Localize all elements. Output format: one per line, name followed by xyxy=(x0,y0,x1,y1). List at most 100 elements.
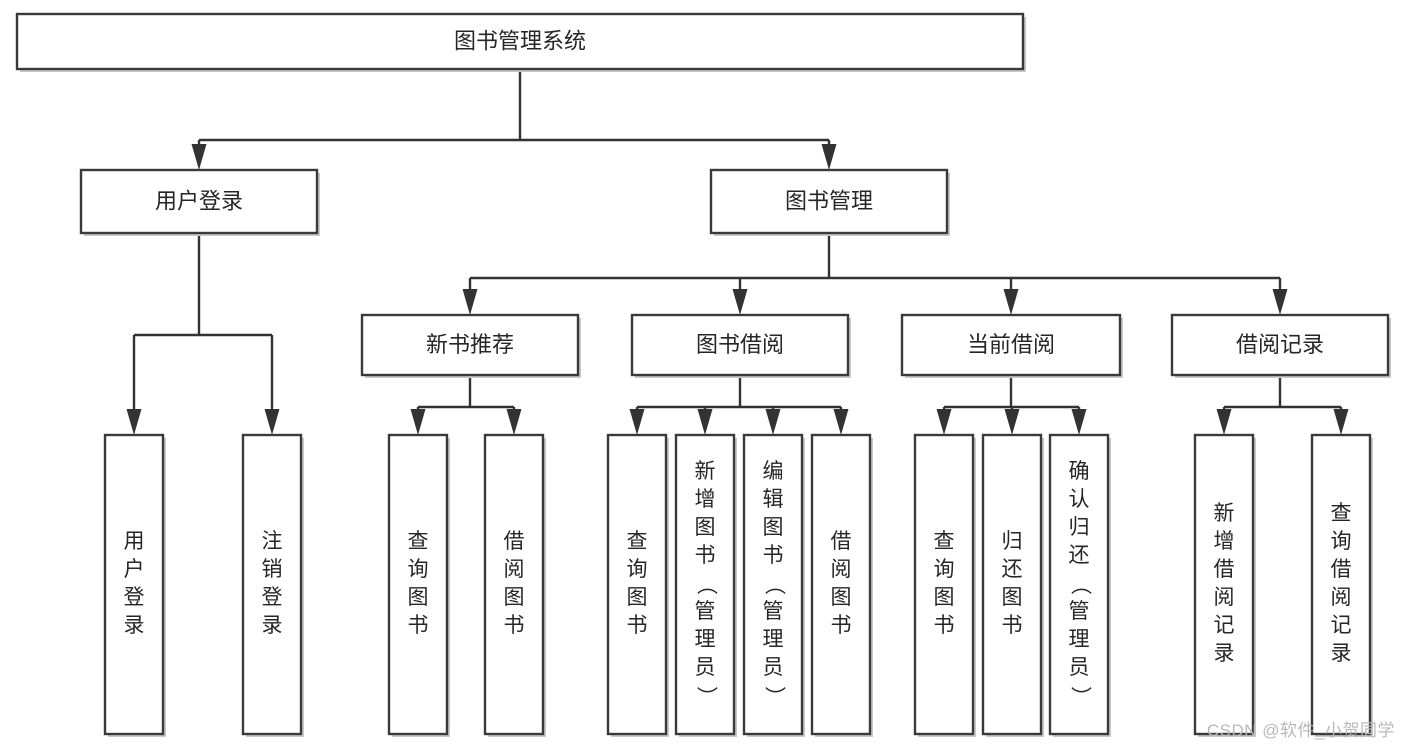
node-query-book-1[interactable] xyxy=(387,433,450,737)
svg-text:登: 登 xyxy=(262,586,283,609)
svg-text:辑: 辑 xyxy=(763,488,784,511)
node-new-book-recommend[interactable] xyxy=(360,313,581,378)
node-label: 新书推荐 xyxy=(426,332,514,357)
svg-text:）: ） xyxy=(1068,686,1091,707)
svg-text:录: 录 xyxy=(124,614,145,637)
node-edit-book-admin[interactable] xyxy=(742,433,805,737)
svg-text:书: 书 xyxy=(934,614,955,637)
node-query-book-3[interactable] xyxy=(913,433,976,737)
svg-text:员: 员 xyxy=(695,656,716,679)
node-user-logout[interactable] xyxy=(241,433,304,737)
svg-text:用: 用 xyxy=(124,530,145,553)
node-query-borrow-record[interactable] xyxy=(1310,433,1373,737)
node-label: 当前借阅 xyxy=(967,332,1055,357)
node-label: 图书管理系统 xyxy=(454,28,586,53)
svg-text:书: 书 xyxy=(763,544,784,567)
svg-text:图: 图 xyxy=(763,516,784,539)
svg-text:理: 理 xyxy=(763,628,784,651)
svg-text:阅: 阅 xyxy=(831,558,852,581)
svg-text:询: 询 xyxy=(627,558,648,581)
svg-text:记: 记 xyxy=(1331,614,1352,637)
node-root-system[interactable] xyxy=(15,12,1026,72)
svg-text:书: 书 xyxy=(408,614,429,637)
node-query-book-2[interactable] xyxy=(606,433,669,737)
svg-text:询: 询 xyxy=(934,558,955,581)
node-layer: 图书管理系统用户登录用户登录注销登录图书管理新书推荐查询图书借阅图书图书借阅查询… xyxy=(15,12,1391,737)
svg-text:）: ） xyxy=(762,686,785,707)
svg-text:查: 查 xyxy=(1331,502,1352,525)
svg-text:查: 查 xyxy=(408,530,429,553)
svg-text:理: 理 xyxy=(695,628,716,651)
svg-text:编: 编 xyxy=(763,460,784,483)
svg-text:查: 查 xyxy=(627,530,648,553)
svg-text:新: 新 xyxy=(695,460,716,483)
svg-text:图: 图 xyxy=(1002,586,1023,609)
svg-text:书: 书 xyxy=(831,614,852,637)
svg-text:图: 图 xyxy=(627,586,648,609)
svg-text:新: 新 xyxy=(1214,502,1235,525)
node-label: 用户登录 xyxy=(124,530,145,637)
svg-text:图: 图 xyxy=(934,586,955,609)
node-add-book-admin[interactable] xyxy=(674,433,737,737)
svg-text:（: （ xyxy=(762,574,785,595)
svg-text:录: 录 xyxy=(262,614,283,637)
svg-text:书: 书 xyxy=(695,544,716,567)
svg-text:阅: 阅 xyxy=(504,558,525,581)
svg-text:借: 借 xyxy=(504,530,525,553)
svg-text:阅: 阅 xyxy=(1214,586,1235,609)
svg-text:还: 还 xyxy=(1002,558,1023,581)
svg-text:归: 归 xyxy=(1002,530,1023,553)
node-user-login-do[interactable] xyxy=(103,433,166,737)
svg-text:查: 查 xyxy=(934,530,955,553)
node-return-book[interactable] xyxy=(981,433,1044,737)
svg-text:登: 登 xyxy=(124,586,145,609)
svg-text:户: 户 xyxy=(124,558,145,581)
svg-text:增: 增 xyxy=(1214,530,1235,553)
svg-text:录: 录 xyxy=(1331,642,1352,665)
svg-text:图: 图 xyxy=(831,586,852,609)
node-user-login[interactable] xyxy=(79,168,320,236)
svg-text:图: 图 xyxy=(504,586,525,609)
svg-text:借: 借 xyxy=(1214,558,1235,581)
node-book-borrow[interactable] xyxy=(630,313,851,378)
svg-text:记: 记 xyxy=(1214,614,1235,637)
svg-text:询: 询 xyxy=(408,558,429,581)
svg-text:借: 借 xyxy=(831,530,852,553)
svg-text:书: 书 xyxy=(1002,614,1023,637)
node-borrow-book-1[interactable] xyxy=(483,433,546,737)
svg-text:理: 理 xyxy=(1069,628,1090,651)
node-book-management[interactable] xyxy=(709,168,950,236)
svg-text:员: 员 xyxy=(763,656,784,679)
svg-text:归: 归 xyxy=(1069,516,1090,539)
svg-text:管: 管 xyxy=(695,600,716,623)
svg-text:）: ） xyxy=(694,686,717,707)
svg-text:增: 增 xyxy=(695,488,716,511)
node-confirm-return-admin[interactable] xyxy=(1048,433,1111,737)
svg-text:（: （ xyxy=(1068,574,1091,595)
node-label: 用户登录 xyxy=(155,188,243,213)
svg-text:注: 注 xyxy=(262,530,283,553)
node-add-borrow-record[interactable] xyxy=(1193,433,1256,737)
svg-text:确: 确 xyxy=(1069,460,1090,483)
svg-text:书: 书 xyxy=(504,614,525,637)
node-label: 图书管理 xyxy=(785,188,873,213)
svg-text:借: 借 xyxy=(1331,558,1352,581)
node-borrow-records[interactable] xyxy=(1170,313,1391,378)
node-borrow-book-2[interactable] xyxy=(810,433,873,737)
svg-text:还: 还 xyxy=(1069,544,1090,567)
svg-text:图: 图 xyxy=(408,586,429,609)
node-current-borrow[interactable] xyxy=(900,313,1123,378)
connector-layer xyxy=(126,69,1349,435)
